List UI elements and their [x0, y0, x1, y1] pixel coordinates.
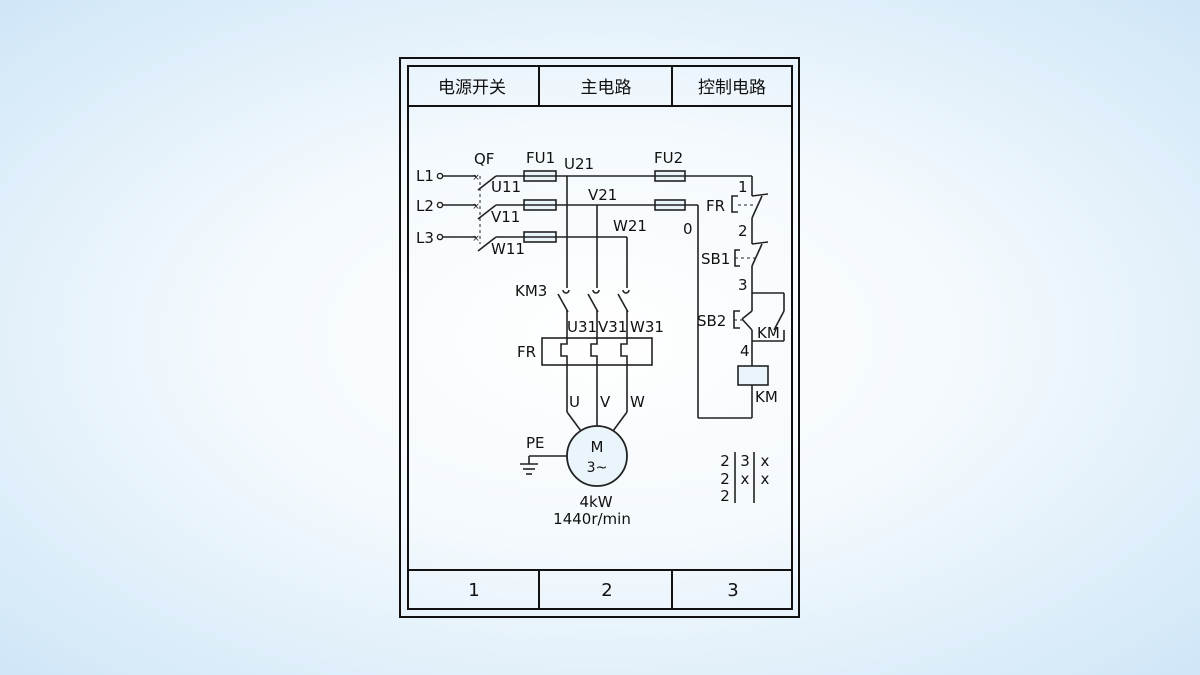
svg-text:×: × — [472, 234, 480, 244]
header-power-switch: 电源开关 — [438, 78, 506, 98]
motor — [566, 425, 628, 487]
motor-phase: 3~ — [587, 460, 608, 476]
label-V21: V21 — [588, 186, 617, 204]
label-KM3: KM3 — [515, 282, 547, 300]
label-PE: PE — [526, 434, 545, 452]
node-1: 1 — [738, 178, 748, 196]
thermal-relay-fr-nc-contact — [731, 193, 769, 219]
drawing-outer-frame — [399, 57, 800, 618]
contact-reference-table: 2 3 x 2 x x 2 — [720, 452, 770, 505]
node-4: 4 — [740, 342, 750, 360]
svg-text:×: × — [472, 202, 480, 212]
label-FU2: FU2 — [654, 149, 683, 167]
label-W: W — [630, 393, 645, 411]
node-3: 3 — [738, 276, 748, 294]
motor-label: M — [591, 438, 604, 456]
header-control-circuit: 控制电路 — [698, 78, 766, 98]
label-V31: V31 — [598, 318, 627, 336]
table-cell: 3 — [740, 452, 750, 470]
footer-col-3: 3 — [727, 580, 738, 601]
table-cell: 2 — [720, 452, 730, 470]
power-input-terminals — [436, 172, 476, 241]
ground-icon — [520, 455, 567, 475]
node-2: 2 — [738, 222, 748, 240]
label-zero: 0 — [683, 220, 693, 238]
label-KM-coil: KM — [755, 388, 778, 406]
label-L1: L1 — [416, 167, 434, 185]
start-button-sb2 — [733, 310, 753, 331]
label-W11: W11 — [491, 240, 525, 258]
thermal-relay-fr-main — [541, 337, 653, 366]
header-main-circuit: 主电路 — [581, 78, 632, 98]
footer-col-1: 1 — [468, 580, 479, 601]
breaker-qf: × × × — [472, 173, 497, 252]
table-cell: x — [761, 470, 770, 488]
label-FU1: FU1 — [526, 149, 555, 167]
contactor-km-aux-contact — [773, 310, 785, 331]
label-FR-main: FR — [517, 343, 536, 361]
label-V: V — [600, 393, 611, 411]
motor-leads — [566, 365, 628, 432]
label-L3: L3 — [416, 229, 434, 247]
fuse-fu1 — [523, 170, 557, 243]
table-cell: x — [741, 470, 750, 488]
motor-power: 4kW — [579, 493, 612, 511]
label-U31: U31 — [567, 318, 597, 336]
table-cell: 2 — [720, 470, 730, 488]
footer-col-2: 2 — [601, 580, 612, 601]
label-QF: QF — [474, 150, 494, 168]
label-U21: U21 — [564, 155, 594, 173]
motor-speed: 1440r/min — [553, 510, 631, 528]
table-cell: 2 — [720, 487, 730, 505]
svg-text:×: × — [472, 173, 480, 183]
label-W31: W31 — [630, 318, 664, 336]
label-L2: L2 — [416, 197, 434, 215]
control-circuit-wiring — [697, 176, 785, 419]
contactor-km3-main-contacts — [557, 289, 630, 338]
fuse-fu2 — [654, 170, 686, 211]
label-FR-ctrl: FR — [706, 197, 725, 215]
label-KM-aux: KM — [757, 324, 780, 342]
label-V11: V11 — [491, 208, 520, 226]
stop-button-sb1 — [734, 241, 769, 267]
label-SB1: SB1 — [701, 250, 730, 268]
label-U: U — [569, 393, 580, 411]
label-W21: W21 — [613, 217, 647, 235]
contactor-km-coil — [737, 365, 769, 386]
label-U11: U11 — [491, 178, 521, 196]
drawing-inner-frame — [407, 65, 793, 610]
table-cell: x — [761, 452, 770, 470]
label-SB2: SB2 — [697, 312, 726, 330]
